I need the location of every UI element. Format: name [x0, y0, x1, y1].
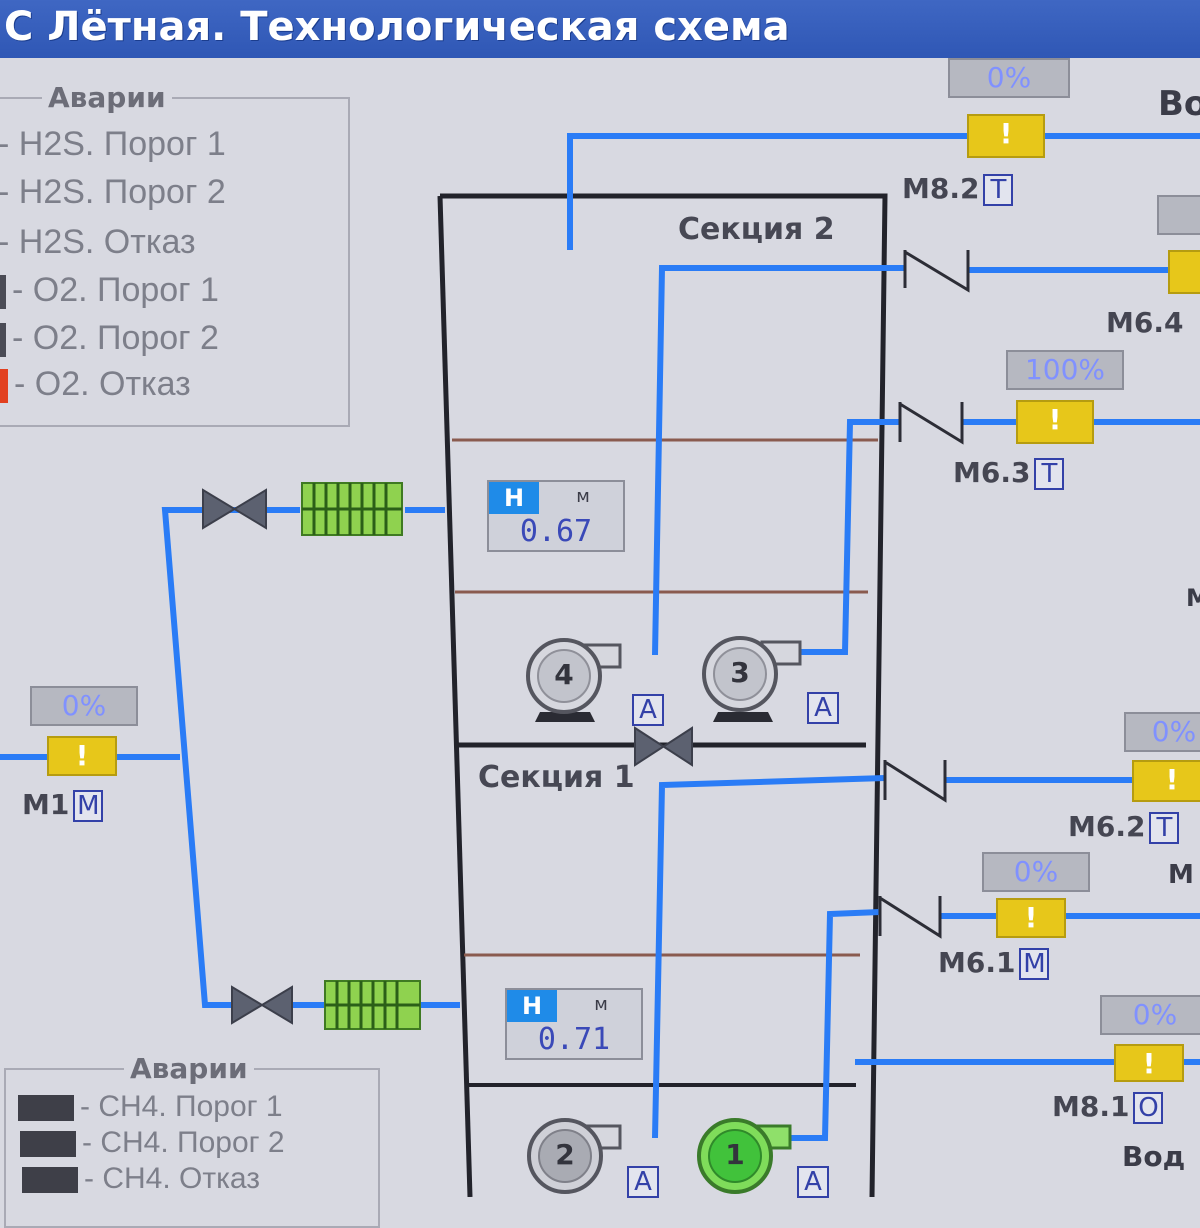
filters: [301, 482, 421, 1030]
damper-m1-warning[interactable]: !: [47, 736, 117, 776]
damper-m6-3-warning[interactable]: !: [1016, 400, 1094, 444]
level-value: 0.71: [537, 1022, 611, 1057]
damper-m8-1-name: M8.1: [1052, 1090, 1130, 1123]
damper-m6-2-name: M6.2: [1068, 810, 1146, 843]
gate-valves: [202, 488, 693, 1025]
damper-m6-1-percent: 0%: [982, 852, 1090, 892]
legend-item-o2-threshold-1: - O2. Порог 1: [0, 271, 219, 310]
window-title: С Лётная. Технологическая схема: [4, 4, 790, 50]
damper-m1-name: M1: [22, 788, 70, 821]
legend-swatch: [20, 1131, 76, 1158]
label-right-m-1: M: [1186, 584, 1200, 612]
legend-item-ch4-failure: - CH4. Отказ: [22, 1162, 260, 1196]
damper-m8-1-warning[interactable]: !: [1114, 1044, 1184, 1082]
window-title-bar: С Лётная. Технологическая схема: [0, 0, 1200, 58]
damper-m6-2-mode[interactable]: T: [1149, 812, 1180, 844]
label-top-right: Во: [1158, 84, 1200, 124]
damper-m6-4-name: M6.4: [1106, 306, 1184, 339]
damper-m1-percent: 0%: [30, 686, 138, 726]
damper-m1-mode[interactable]: M: [73, 790, 104, 822]
legend-item-ch4-threshold-1: - CH4. Порог 1: [18, 1090, 283, 1124]
alarm-legend-top-title: Аварии: [42, 81, 172, 114]
damper-m8-1-percent: 0%: [1100, 995, 1200, 1035]
legend-item-h2s-threshold-2: - H2S. Порог 2: [0, 173, 226, 211]
legend-item-ch4-threshold-2: - CH4. Порог 2: [20, 1126, 285, 1160]
pump-2-mode[interactable]: А: [627, 1166, 659, 1198]
label-right-m-2: M: [1168, 860, 1194, 890]
pump-1-icon[interactable]: [697, 1118, 792, 1194]
pump-2-icon[interactable]: [527, 1118, 622, 1194]
damper-m6-4-warning[interactable]: [1168, 250, 1200, 294]
legend-swatch: [22, 1167, 78, 1194]
pump-4-number: 4: [554, 658, 574, 691]
level-unit: м: [576, 486, 590, 507]
damper-m8-2-warning[interactable]: !: [967, 114, 1045, 158]
legend-swatch: [0, 275, 6, 310]
label-bottom-right: Вод: [1122, 1140, 1186, 1173]
damper-m8-2-name: M8.2: [902, 172, 980, 205]
alarm-legend-top: Аварии - H2S. Порог 1 - H2S. Порог 2 - H…: [0, 81, 350, 427]
alarm-legend-bottom-title: Аварии: [124, 1052, 254, 1085]
alarm-legend-bottom: Аварии - CH4. Порог 1 - CH4. Порог 2 - C…: [4, 1052, 380, 1228]
damper-m6-4-percent: [1157, 195, 1200, 235]
section-2-label: Секция 2: [678, 212, 835, 247]
damper-m8-2-percent: 0%: [948, 58, 1070, 98]
damper-m6-3-percent: 100%: [1006, 350, 1124, 390]
legend-item-o2-threshold-2: - O2. Порог 2: [0, 319, 219, 358]
pump-2-number: 2: [555, 1138, 575, 1171]
pump-3-mode[interactable]: А: [807, 692, 839, 724]
damper-m6-3-mode[interactable]: T: [1034, 458, 1065, 490]
damper-m6-2-percent: 0%: [1124, 712, 1200, 752]
level-unit: м: [594, 994, 608, 1015]
level-header: Н: [507, 990, 557, 1022]
legend-item-h2s-threshold-1: - H2S. Порог 1: [0, 125, 226, 163]
damper-m8-2-mode[interactable]: T: [983, 174, 1014, 206]
check-valves: [878, 250, 970, 939]
legend-swatch: [18, 1095, 74, 1122]
damper-m6-1-name: M6.1: [938, 946, 1016, 979]
legend-swatch-alarm: [0, 369, 8, 404]
damper-m6-1-mode[interactable]: M: [1019, 948, 1050, 980]
level-indicator-section-1[interactable]: Н м 0.71: [505, 988, 643, 1060]
legend-swatch: [0, 323, 6, 358]
level-indicator-section-2[interactable]: Н м 0.67: [487, 480, 625, 552]
pump-1-mode[interactable]: А: [797, 1166, 829, 1198]
damper-m6-4-tag: M6.4: [1106, 306, 1183, 339]
legend-item-o2-failure: - O2. Отказ: [0, 365, 191, 404]
pump-1-number: 1: [725, 1138, 745, 1171]
damper-m6-3-name: M6.3: [953, 456, 1031, 489]
damper-m8-1-mode[interactable]: O: [1133, 1092, 1164, 1124]
damper-m6-1-warning[interactable]: !: [996, 898, 1066, 938]
level-value: 0.67: [519, 514, 593, 549]
legend-item-h2s-failure: - H2S. Отказ: [0, 223, 196, 261]
pump-3-icon[interactable]: [702, 636, 802, 722]
section-1-label: Секция 1: [478, 760, 635, 795]
pump-4-mode[interactable]: А: [632, 694, 664, 726]
pump-3-number: 3: [730, 656, 750, 689]
level-header: Н: [489, 482, 539, 514]
damper-m6-2-warning[interactable]: !: [1132, 760, 1200, 802]
pump-4-icon[interactable]: [526, 638, 622, 722]
